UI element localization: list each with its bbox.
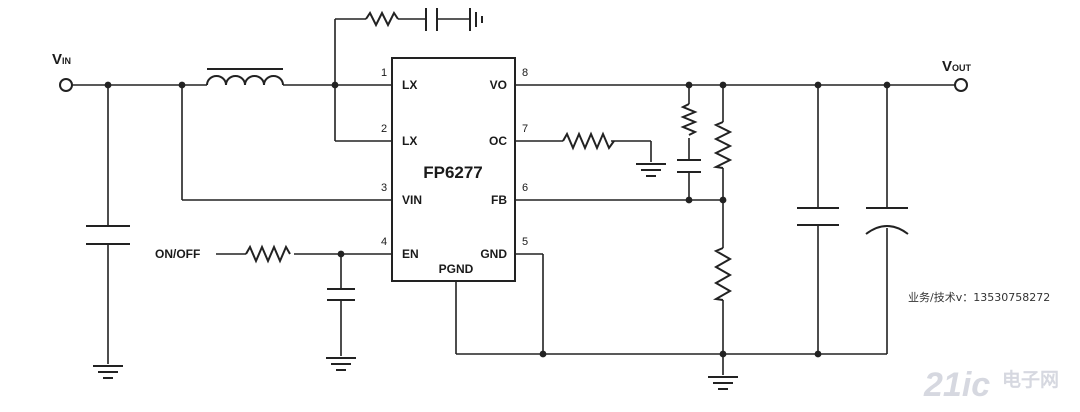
pin-8-name: VO <box>490 78 507 92</box>
watermark-chinese: 电子网 <box>1002 368 1059 391</box>
pin-1-number: 1 <box>381 67 387 79</box>
en-capacitor <box>327 288 355 301</box>
pin-5-name: GND <box>480 247 507 261</box>
pin-4-number: 4 <box>381 236 387 248</box>
feedback-rc-resistor <box>680 103 698 136</box>
vin-label: VIN <box>52 51 71 68</box>
vout-label: VOUT <box>942 58 972 75</box>
upper-divider-resistor <box>712 121 733 169</box>
contact-info: 业务/技术v：13530758272 <box>908 291 1050 304</box>
ic-body <box>391 57 516 282</box>
input-capacitor <box>86 225 130 245</box>
site-watermark: 21ic 电子网 <box>923 366 1059 404</box>
vin-ground-icon <box>93 365 123 379</box>
pgnd-name: PGND <box>439 262 474 276</box>
pin-3-name: VIN <box>402 193 422 207</box>
ic-name: FP6277 <box>423 163 483 182</box>
pin-3-number: 3 <box>381 182 387 194</box>
en-resistor <box>245 244 291 264</box>
pin-6-number: 6 <box>522 182 528 194</box>
snubber-resistor <box>365 10 399 28</box>
feedback-rc-capacitor <box>677 159 701 173</box>
pin-4-name: EN <box>402 247 419 261</box>
watermark-number: 21ic <box>923 366 990 404</box>
oc-resistor <box>562 131 615 151</box>
oc-ground-icon <box>636 163 666 177</box>
pin-2-name: LX <box>402 134 417 148</box>
pin-7-number: 7 <box>522 123 528 135</box>
en-ground-icon <box>326 357 356 371</box>
on-off-label: ON/OFF <box>155 247 200 261</box>
pin-6-name: FB <box>491 193 507 207</box>
pin-8-number: 8 <box>522 67 528 79</box>
wires <box>71 18 955 375</box>
vout-terminal <box>954 78 968 92</box>
inductor <box>206 68 284 86</box>
pin-2-number: 2 <box>381 123 387 135</box>
output-ground-icon <box>708 376 738 390</box>
lower-divider-resistor <box>712 247 733 301</box>
pin-1-name: LX <box>402 78 417 92</box>
output-capacitor <box>797 207 839 226</box>
output-electrolytic-capacitor <box>865 207 909 235</box>
pin-5-number: 5 <box>522 236 528 248</box>
snubber-ground-icon <box>469 8 483 31</box>
junction-dots <box>104 81 891 358</box>
snubber-capacitor <box>425 8 438 31</box>
pin-7-name: OC <box>489 134 507 148</box>
vin-terminal <box>59 78 73 92</box>
